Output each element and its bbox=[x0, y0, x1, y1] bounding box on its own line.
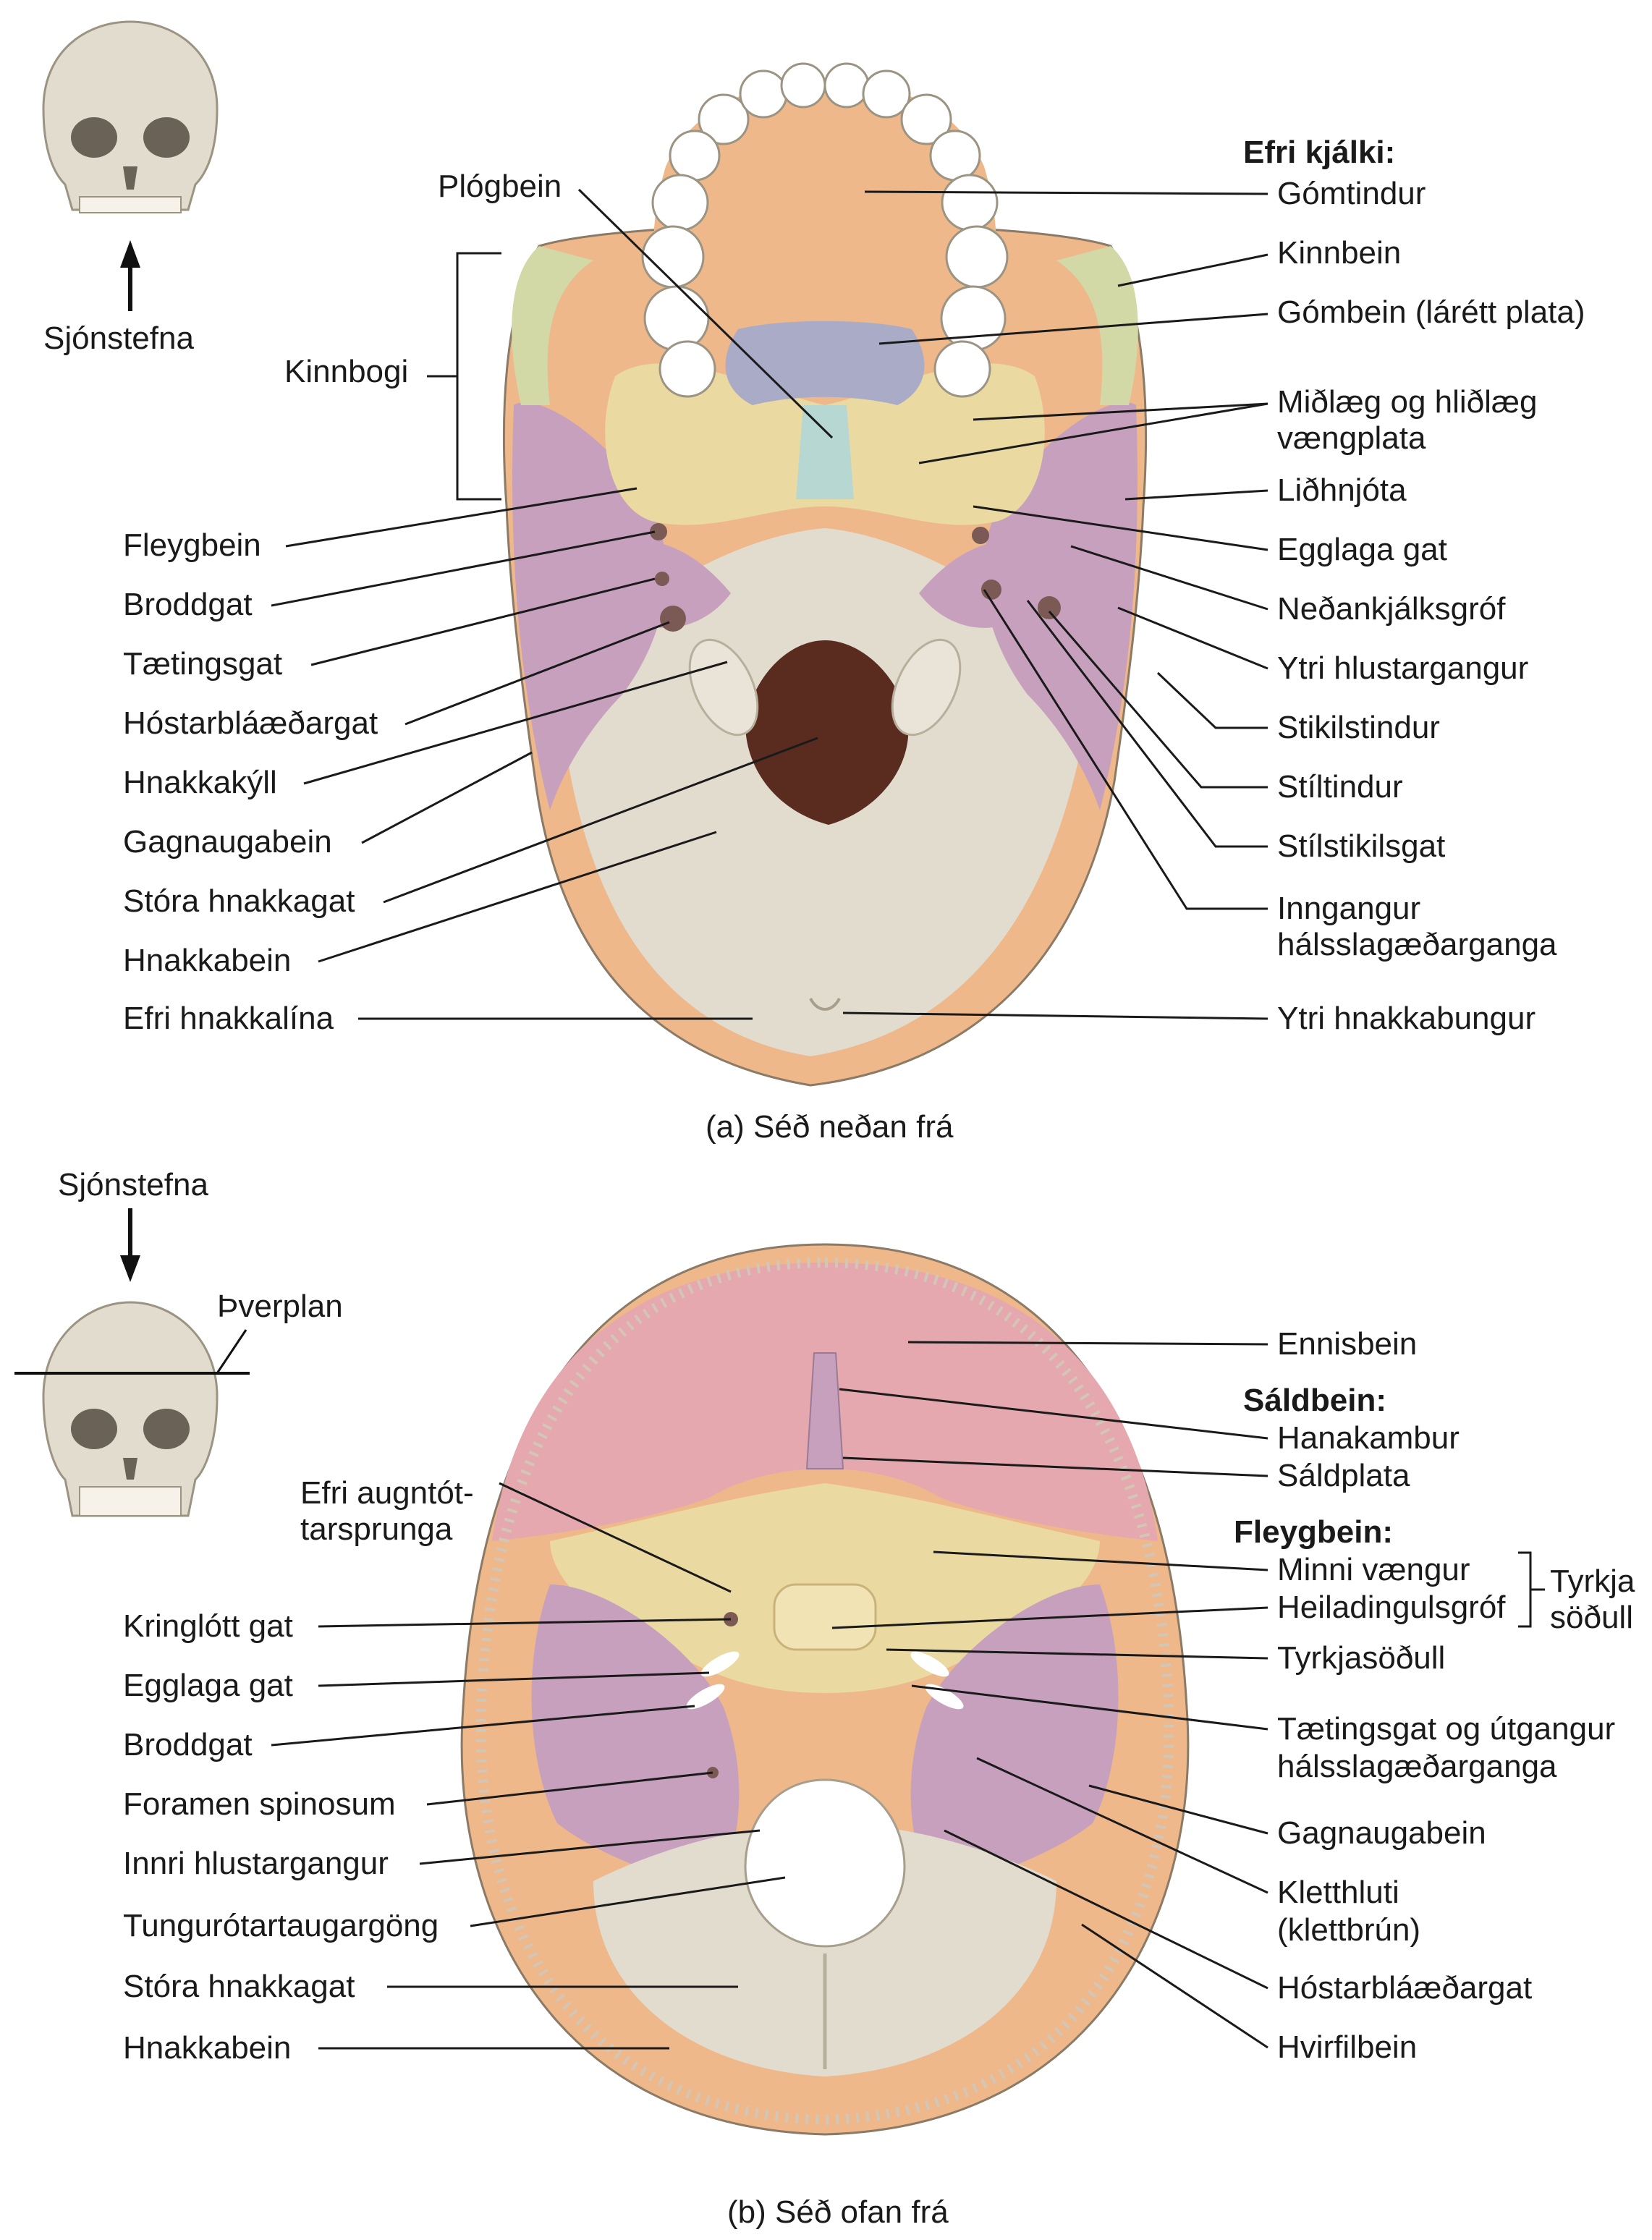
label-kinnbein: Kinnbein bbox=[1277, 235, 1401, 271]
label-tyrkja-line1: Tyrkja bbox=[1550, 1564, 1635, 1599]
caption-b: (b) Séð ofan frá bbox=[727, 2194, 949, 2230]
view-direction-arrow-down bbox=[120, 1208, 140, 1282]
panel-b-superior-view: Sjónstefna Þverplan bbox=[14, 1167, 1635, 2230]
label-foramen-spinosum: Foramen spinosum bbox=[123, 1786, 396, 1822]
view-direction-arrow-up bbox=[120, 240, 140, 311]
label-tungurotar: Tungurótartaugargöng bbox=[123, 1908, 439, 1943]
foramen-magnum-inferior bbox=[745, 640, 909, 825]
heading-fleygbein: Fleygbein: bbox=[1234, 1514, 1393, 1550]
crista-galli bbox=[805, 1352, 844, 1469]
label-gagnaugabein-a: Gagnaugabein bbox=[123, 824, 332, 860]
orientation-skull-icon-a bbox=[42, 20, 219, 213]
label-hnakkakyll: Hnakkakýll bbox=[123, 765, 277, 800]
leader-lines-a bbox=[271, 188, 1268, 1020]
caption-a: (a) Séð neðan frá bbox=[706, 1109, 954, 1145]
label-vaengplata-line1: Miðlæg og hliðlæg bbox=[1277, 384, 1538, 420]
skull-base-inferior-illustration bbox=[502, 62, 1148, 1087]
heading-saldbein: Sáldbein: bbox=[1243, 1383, 1386, 1418]
label-egglaga-gat-b: Egglaga gat bbox=[123, 1668, 293, 1703]
temporal-bone-left-superior bbox=[531, 1584, 740, 1888]
orientation-skull-icon-b bbox=[14, 1301, 250, 1517]
occipital-bone-superior bbox=[593, 1823, 1056, 2076]
label-minni-vaengur: Minni vængur bbox=[1277, 1552, 1470, 1587]
label-heiladingulsgrof: Heiladingulsgróf bbox=[1277, 1590, 1506, 1625]
label-vaengplata-line2: vængplata bbox=[1277, 420, 1426, 456]
label-plogbein: Plógbein bbox=[438, 169, 562, 204]
label-inngangur-line2: hálsslagæðarganga bbox=[1277, 927, 1557, 962]
label-hvirfilbein: Hvirfilbein bbox=[1277, 2029, 1417, 2065]
skull-interior-superior-illustration bbox=[460, 1243, 1190, 2136]
label-egglaga-gat-a: Egglaga gat bbox=[1277, 532, 1447, 567]
label-ytri-hlustargangur: Ytri hlustargangur bbox=[1277, 650, 1528, 686]
label-stilstikilsgat: Stílstikilsgat bbox=[1277, 828, 1445, 864]
label-ytri-hnakkabungur: Ytri hnakkabungur bbox=[1277, 1001, 1535, 1036]
leader-lines-b bbox=[271, 1341, 1545, 2050]
label-hnakkabein-a: Hnakkabein bbox=[123, 943, 291, 978]
view-direction-label-a: Sjónstefna bbox=[43, 321, 194, 356]
label-broddgat-b: Broddgat bbox=[123, 1727, 253, 1762]
label-saldplata: Sáldplata bbox=[1277, 1458, 1410, 1493]
label-innri-hlustargangur: Innri hlustargangur bbox=[123, 1846, 389, 1881]
zygomatic-arch-left bbox=[512, 246, 593, 405]
palatine-bone bbox=[725, 321, 925, 405]
zygomatic-arch-right bbox=[1056, 246, 1138, 405]
label-gombein: Gómbein (lárétt plata) bbox=[1277, 294, 1585, 330]
label-efri-augntot-line2: tarsprunga bbox=[300, 1511, 453, 1547]
panel-a-inferior-view: Sjónstefna bbox=[42, 20, 1585, 1145]
heading-maxilla: Efri kjálki: bbox=[1243, 135, 1395, 170]
temporal-bone-right-superior bbox=[910, 1584, 1119, 1888]
label-hanakambur: Hanakambur bbox=[1277, 1420, 1460, 1456]
label-taetingsgat-line1: Tætingsgat og útgangur bbox=[1277, 1711, 1615, 1747]
label-stora-hnakkagat-b: Stóra hnakkagat bbox=[123, 1969, 355, 2004]
label-nedankjalksgrof: Neðankjálksgróf bbox=[1277, 591, 1506, 627]
label-stora-hnakkagat-a: Stóra hnakkagat bbox=[123, 883, 355, 919]
label-efri-hnakkalina: Efri hnakkalína bbox=[123, 1001, 334, 1036]
label-fleygbein-a: Fleygbein bbox=[123, 527, 261, 563]
label-tyrkjasodull: Tyrkjasöðull bbox=[1277, 1640, 1445, 1676]
label-kinnbogi: Kinnbogi bbox=[284, 354, 408, 389]
label-stikilstindur: Stikilstindur bbox=[1277, 710, 1440, 745]
label-broddgat-a: Broddgat bbox=[123, 587, 253, 622]
label-stiltindur: Stíltindur bbox=[1277, 769, 1403, 805]
label-tyrkja-line2: söðull bbox=[1550, 1600, 1633, 1635]
label-efri-augntot-line1: Efri augntót- bbox=[300, 1475, 474, 1511]
label-kringlott-gat: Kringlótt gat bbox=[123, 1608, 293, 1644]
label-ennisbein: Ennisbein bbox=[1277, 1326, 1417, 1362]
vomer-bone bbox=[796, 405, 854, 499]
label-taetingsgat-line2: hálsslagæðarganga bbox=[1277, 1749, 1557, 1784]
label-lidhnjota: Liðhnjóta bbox=[1277, 472, 1407, 508]
label-gagnaugabein-b: Gagnaugabein bbox=[1277, 1815, 1486, 1851]
label-kletthluti-line1: Kletthluti bbox=[1277, 1875, 1399, 1910]
maxilla-palate bbox=[653, 80, 997, 376]
label-taetingsgat: Tætingsgat bbox=[123, 646, 282, 682]
upper-teeth bbox=[641, 62, 1009, 398]
label-gomtindur: Gómtindur bbox=[1277, 176, 1426, 211]
foramen-magnum-superior bbox=[744, 1778, 906, 1948]
label-hnakkabein-b: Hnakkabein bbox=[123, 2030, 291, 2066]
label-hostarblaaedargat-a: Hóstarbláæðargat bbox=[123, 705, 378, 741]
plane-label: Þverplan bbox=[217, 1289, 343, 1324]
label-inngangur-line1: Inngangur bbox=[1277, 891, 1420, 926]
label-hostarblaaedargat-b: Hóstarbláæðargat bbox=[1277, 1970, 1532, 2006]
label-kletthluti-line2: (klettbrún) bbox=[1277, 1912, 1420, 1948]
view-direction-label-b: Sjónstefna bbox=[58, 1167, 208, 1202]
